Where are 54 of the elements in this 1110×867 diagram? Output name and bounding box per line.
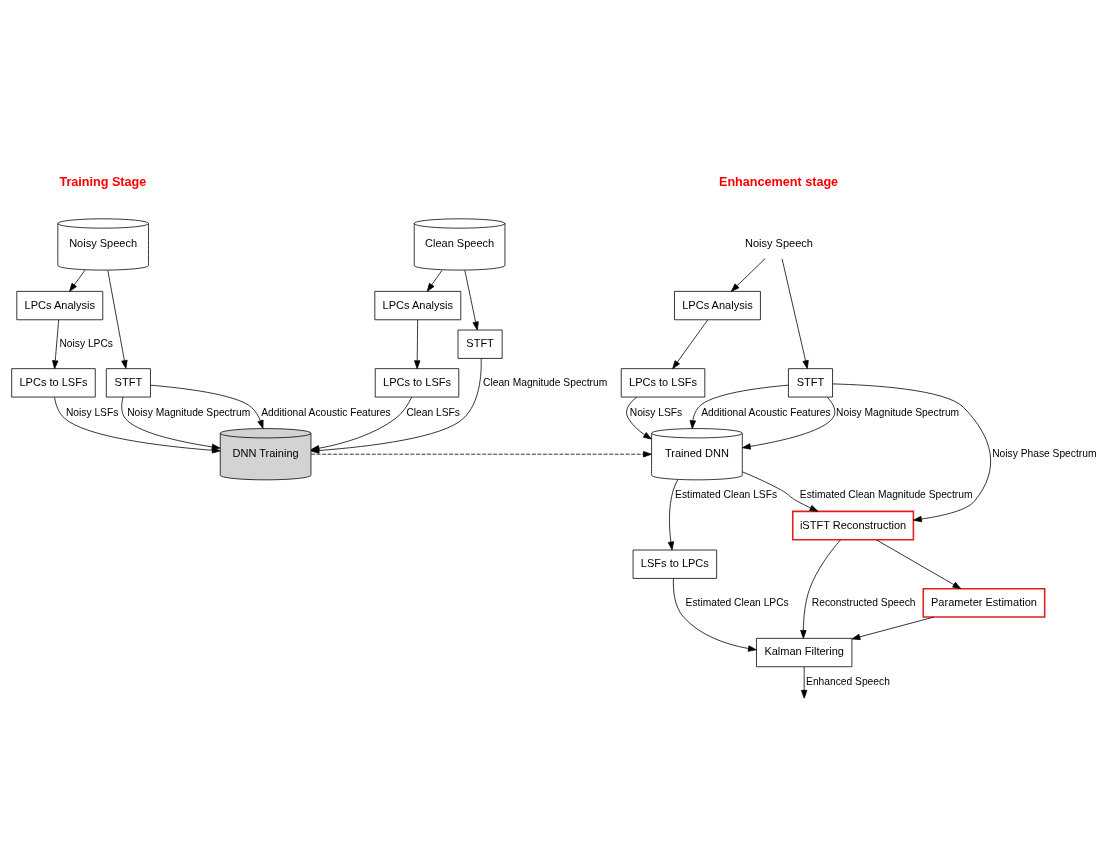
arrow (626, 396, 652, 439)
node-box: iSTFT Reconstruction (791, 510, 915, 541)
arrow (851, 616, 935, 640)
arrow (672, 319, 709, 369)
edge-label: Clean LSFs (406, 406, 460, 417)
node-box: LPCs Analysis (16, 290, 104, 320)
edge-label: Noisy Magnitude Spectrum (836, 406, 960, 417)
node-box: Parameter Estimation (922, 587, 1046, 618)
node-box: LPCs Analysis (674, 290, 761, 320)
edge-label: Additional Acoustic Features (701, 406, 831, 417)
edge-label: Clean Magnitude Spectrum (483, 376, 608, 388)
arrow (730, 257, 766, 292)
edge-label: Noisy LSFs (629, 406, 683, 417)
label: Training Stage (59, 174, 147, 189)
arrow (832, 383, 992, 522)
node-box: LPCs to LSFs (620, 367, 706, 397)
node-box: STFT (105, 367, 151, 397)
arrow (464, 269, 479, 330)
arrow (800, 539, 841, 639)
arrow (52, 319, 60, 369)
arrow (107, 269, 128, 369)
edge-label: Additional Acoustic Features (261, 406, 391, 417)
node-box: LPCs to LSFs (374, 367, 460, 397)
arrow (150, 384, 264, 429)
edge-label: Estimated Clean LPCs (685, 596, 789, 608)
edge-label: Enhanced Speech (806, 675, 890, 687)
arrow (742, 470, 819, 512)
arrow (310, 450, 652, 457)
edge-label: Noisy LSFs (65, 406, 119, 417)
edge-label: Estimated Clean LSFs (675, 488, 778, 500)
arrow (426, 269, 443, 292)
edge-label: Noisy Magnitude Spectrum (127, 406, 251, 417)
label: Enhancement stage (719, 174, 839, 189)
arrow (876, 539, 962, 589)
arrow (672, 577, 757, 652)
node-box: STFT (457, 329, 503, 359)
node-box: LSFs to LPCs (632, 549, 718, 579)
arrow (414, 319, 421, 369)
edge-label: Reconstructed Speech (811, 596, 916, 608)
arrow (121, 396, 221, 450)
node-text: Noisy Speech (744, 236, 813, 249)
edge-label: Estimated Clean Magnitude Spectrum (799, 488, 973, 500)
node-box: Kalman Filtering (756, 637, 853, 667)
node-box: LPCs Analysis (374, 290, 462, 320)
arrow (781, 257, 809, 369)
arrow (667, 479, 678, 550)
arrow (801, 665, 808, 699)
arrow (742, 396, 836, 450)
node-box: LPCs to LSFs (11, 367, 96, 397)
edge-label: Noisy Phase Spectrum (992, 447, 1097, 459)
node-box: STFT (788, 367, 833, 397)
arrow (689, 384, 789, 429)
arrow (69, 269, 86, 292)
edge-label: Noisy LPCs (59, 337, 113, 349)
